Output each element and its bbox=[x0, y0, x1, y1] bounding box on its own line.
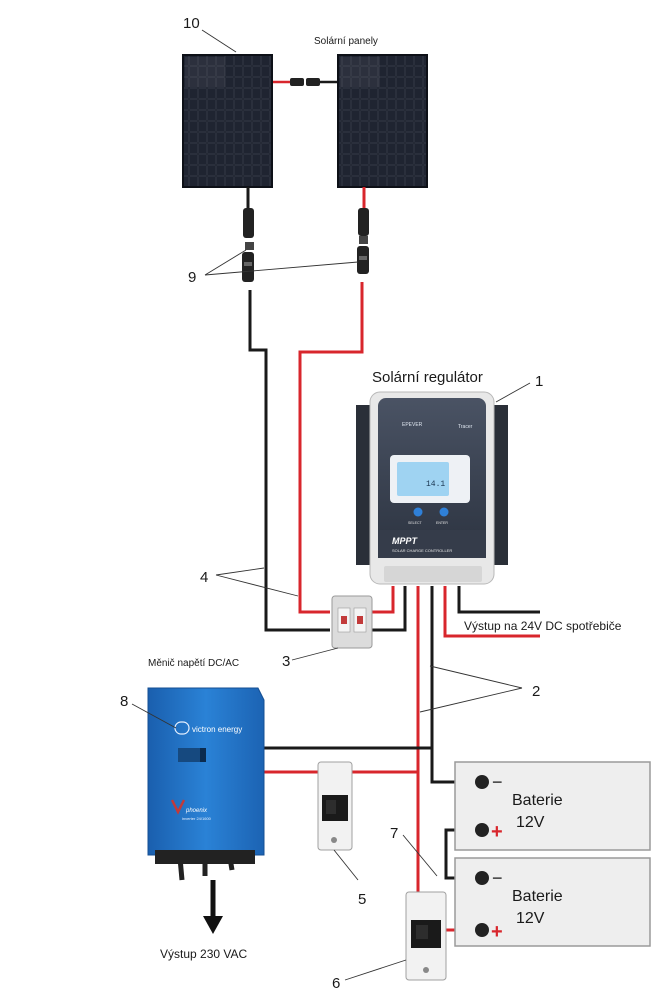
victron-logo-icon bbox=[174, 721, 190, 735]
solar-panels-label: Solární panely bbox=[314, 36, 378, 47]
solar-charge-controller bbox=[356, 391, 508, 585]
inverter-model: phoenix bbox=[185, 808, 208, 814]
controller-subtitle: SOLAR CHARGE CONTROLLER bbox=[392, 548, 452, 553]
controller-lcd-value: 14.1 bbox=[426, 480, 445, 489]
callout-1: 1 bbox=[535, 373, 543, 390]
callout-10: 10 bbox=[183, 15, 200, 32]
controller-heatsink-left bbox=[356, 405, 372, 565]
labels: 10 Solární panely 9 Solární regulátor 1 … bbox=[120, 15, 622, 992]
controller-terminal-strip bbox=[384, 566, 482, 582]
battery-top bbox=[454, 761, 651, 851]
battery-bottom-positive-sign: + bbox=[491, 921, 503, 943]
ac-output-arrow bbox=[203, 880, 223, 934]
battery-top-negative-sign: − bbox=[492, 772, 503, 792]
callout-3: 3 bbox=[282, 653, 290, 670]
inverter-label: Měnič napětí DC/AC bbox=[148, 658, 239, 669]
inverter-fuse bbox=[317, 761, 353, 851]
callout-5: 5 bbox=[358, 891, 366, 908]
callout-7: 7 bbox=[390, 825, 398, 842]
controller-brand: EPEVER bbox=[402, 422, 423, 428]
select-button-dot bbox=[413, 507, 423, 517]
inverter bbox=[147, 687, 265, 881]
battery-top-voltage: 12V bbox=[516, 814, 545, 831]
callout-6: 6 bbox=[332, 975, 340, 992]
panel-interconnect-connector bbox=[290, 78, 320, 86]
battery-bottom-label: Baterie bbox=[512, 888, 563, 905]
battery-top-positive-sign: + bbox=[491, 821, 503, 843]
controller-enter-label: ENTER bbox=[436, 521, 448, 525]
controller-mppt: MPPT bbox=[392, 536, 419, 546]
battery-top-positive-terminal bbox=[475, 823, 489, 837]
callout-8: 8 bbox=[120, 693, 128, 710]
battery-bottom bbox=[454, 857, 651, 947]
battery-fuse bbox=[405, 891, 447, 981]
inverter-brand: victron energy bbox=[192, 725, 242, 734]
controller-model-tag: Tracer bbox=[458, 424, 473, 430]
battery-bottom-positive-terminal bbox=[475, 923, 489, 937]
solar-panel-left bbox=[182, 54, 273, 188]
leader-lines bbox=[131, 29, 531, 981]
solar-controller-label: Solární regulátor bbox=[372, 369, 483, 386]
phoenix-logo-icon bbox=[170, 799, 186, 815]
callout-2: 2 bbox=[532, 683, 540, 700]
enter-button-dot bbox=[439, 507, 449, 517]
battery-bottom-voltage: 12V bbox=[516, 910, 545, 927]
controller-lcd bbox=[397, 462, 449, 496]
callout-4: 4 bbox=[200, 569, 208, 586]
controller-heatsink-right bbox=[492, 405, 508, 565]
dc-output-label: Výstup na 24V DC spotřebiče bbox=[464, 619, 622, 633]
panel-leads bbox=[246, 187, 366, 208]
battery-top-label: Baterie bbox=[512, 792, 563, 809]
mc4-connector-right bbox=[357, 208, 369, 274]
mc4-connector-left bbox=[242, 208, 254, 282]
ac-output-label: Výstup 230 VAC bbox=[160, 947, 247, 961]
controller-select-label: SELECT bbox=[408, 521, 422, 525]
battery-bottom-negative-sign: − bbox=[492, 868, 503, 888]
solar-panel-right bbox=[337, 54, 428, 188]
pv-breaker bbox=[331, 595, 373, 649]
battery-bottom-negative-terminal bbox=[475, 871, 489, 885]
callout-9: 9 bbox=[188, 269, 196, 286]
battery-top-negative-terminal bbox=[475, 775, 489, 789]
inverter-model-sub: inverter 24/1600 bbox=[182, 816, 212, 821]
